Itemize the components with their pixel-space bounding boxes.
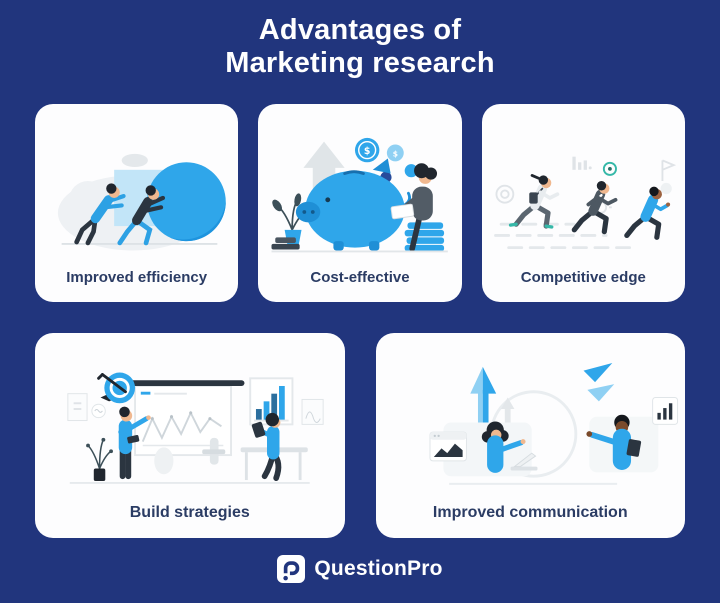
dollar-coin-small [387, 144, 405, 162]
questionpro-logo: QuestionPro [0, 552, 720, 586]
card-improved-efficiency: Improved efficiency [35, 104, 239, 302]
bar-chart-card [651, 397, 678, 425]
desk-and-chair [202, 437, 308, 481]
person-pushing-right [117, 185, 166, 246]
cost-effective-illustration: $ $ [271, 137, 449, 253]
person-pushing-left [74, 183, 126, 246]
wall-frame-left [67, 393, 88, 422]
man-presenting [118, 406, 151, 480]
person-on-coin-stack [390, 163, 445, 252]
plant [86, 437, 113, 481]
svg-text:$: $ [364, 146, 371, 157]
card-build-strategies: Build strategies [35, 333, 345, 538]
faint-plant [154, 447, 174, 475]
questionpro-logo-text: QuestionPro [314, 557, 443, 580]
card-competitive-edge: Competitive edge [481, 104, 685, 302]
dart-target-icon [97, 372, 136, 404]
teal-target-icon [602, 161, 617, 176]
card-cost-effective: $ $ [258, 104, 462, 302]
card-label-cost-effective: Cost-effective [310, 269, 410, 286]
track-lines [493, 222, 638, 250]
card-label-improved-communication: Improved communication [432, 504, 628, 521]
laptop [510, 466, 537, 471]
pointer-bar [112, 380, 245, 386]
tablet [626, 439, 641, 457]
bar-chart-icon [572, 156, 592, 170]
cloud-shape [121, 153, 148, 167]
improved-efficiency-illustration [57, 153, 226, 251]
build-strategies-illustration [67, 372, 324, 484]
woman-with-clipboard [251, 412, 282, 481]
woman-pointing [481, 421, 537, 473]
large-blue-ball [146, 162, 226, 242]
questionpro-question-mark-icon [277, 555, 306, 583]
card-label-improved-efficiency: Improved efficiency [66, 269, 208, 286]
card-label-build-strategies: Build strategies [129, 504, 250, 521]
svg-text:$: $ [393, 150, 398, 159]
bar-chart-panel [249, 377, 294, 426]
cards-row-top: Improved efficiency $ $ [35, 104, 685, 302]
laptop [390, 203, 415, 220]
paper-plane-icons [583, 362, 614, 402]
title-line-1: Advantages of [258, 14, 462, 46]
man-with-tablet [585, 414, 641, 470]
runner-2-gray-suit [571, 181, 618, 235]
runner-1-white-shirt [508, 174, 559, 229]
piggy-bank [296, 158, 412, 251]
runner-3-blue-top [623, 186, 670, 240]
cards-row-bottom: Build strategies [35, 333, 685, 538]
wall-frame-right [301, 398, 324, 425]
competitive-edge-illustration [493, 156, 676, 250]
blue-growth-arrow [469, 366, 496, 444]
line-chart [141, 410, 222, 443]
card-label-competitive-edge: Competitive edge [520, 269, 646, 286]
improved-communication-illustration [429, 362, 678, 485]
card-improved-communication: Improved communication [375, 333, 685, 538]
area-chart-card [429, 431, 467, 462]
title-line-2: Marketing research [225, 47, 495, 79]
page-title: Advantages of Marketing research [0, 14, 720, 80]
